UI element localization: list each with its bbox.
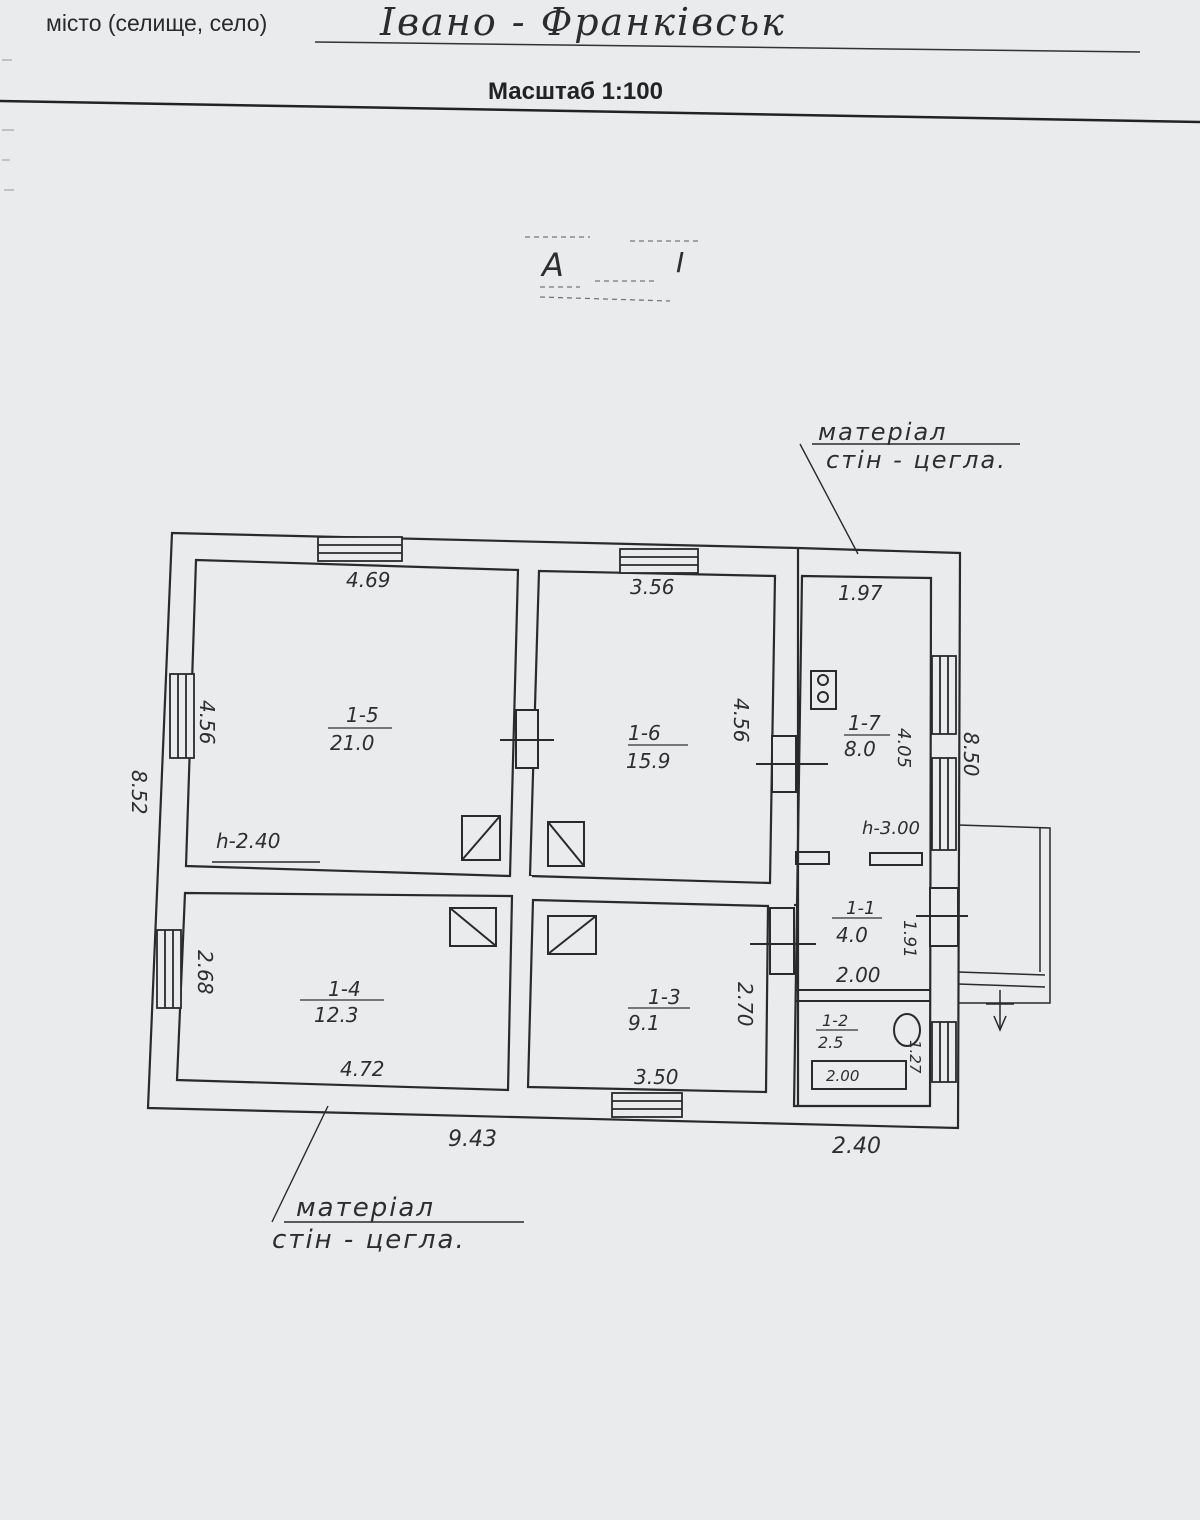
porch xyxy=(957,824,1051,1032)
room-1-4-width: 4.72 xyxy=(340,1057,385,1081)
room-1-6-width: 3.56 xyxy=(630,575,675,599)
room-1-5-width: 4.69 xyxy=(346,568,391,592)
windows xyxy=(156,536,957,1118)
room-1-5-depth: 4.56 xyxy=(195,700,219,745)
scan-margin-marks xyxy=(2,59,14,191)
room-1-7-depth: 4.05 xyxy=(893,728,914,768)
ceiling-height-annex: h-3.00 xyxy=(862,818,920,839)
room-1-1-area: 4.0 xyxy=(836,923,868,947)
floor-marker: І xyxy=(676,246,684,279)
room-1-5-area: 21.0 xyxy=(330,731,375,755)
locality-value: Івано - Франківськ xyxy=(380,0,786,44)
room-1-4-id: 1-4 xyxy=(328,977,361,1001)
scale-label: Масштаб 1:100 xyxy=(488,78,663,105)
locality-label: місто (селище, село) xyxy=(46,10,268,36)
title-dashes xyxy=(525,236,700,302)
header-divider xyxy=(0,99,1200,124)
room-1-3-id: 1-3 xyxy=(648,985,681,1009)
room-1-7-id: 1-7 xyxy=(848,711,881,735)
room-1-7-width: 1.97 xyxy=(838,581,883,605)
doors xyxy=(500,709,968,975)
building-letter: А xyxy=(540,246,564,284)
material-note-bottom-line1: матеріал xyxy=(296,1193,435,1223)
room-1-3-depth: 2.70 xyxy=(733,982,757,1027)
material-note-top-line1: матеріал xyxy=(818,418,948,446)
material-note-bottom-line2: стін - цегла. xyxy=(272,1225,466,1255)
room-1-2-depth: 1.27 xyxy=(906,1040,924,1074)
stove-symbols xyxy=(449,815,597,955)
room-1-4-depth: 2.68 xyxy=(193,950,217,995)
room-1-6-id: 1-6 xyxy=(628,721,661,745)
annex-partitions xyxy=(795,670,930,1090)
room-1-4-area: 12.3 xyxy=(314,1003,359,1027)
annex-width: 2.40 xyxy=(832,1134,881,1159)
annex-depth: 8.50 xyxy=(959,732,983,777)
wall-material-notes: матеріал стін - цегла. матеріал стін - ц… xyxy=(272,418,1007,1255)
ceiling-height-main: h-2.40 xyxy=(216,829,280,853)
dimension-labels: 4.69 3.56 1.97 4.72 3.50 2.00 2.00 9.43 … xyxy=(127,568,983,1159)
material-note-top-line2: стін - цегла. xyxy=(826,446,1007,474)
room-1-3-area: 9.1 xyxy=(628,1011,660,1035)
room-labels: 1-5 21.0 1-6 15.9 1-7 8.0 1-4 12.3 1-3 9… xyxy=(300,703,890,1052)
room-1-7-area: 8.0 xyxy=(844,737,876,761)
room-1-2-width: 2.00 xyxy=(826,1067,859,1085)
total-depth: 8.52 xyxy=(127,770,151,815)
room-1-1-width: 2.00 xyxy=(836,963,881,987)
room-1-6-area: 15.9 xyxy=(626,749,671,773)
room-1-6-depth: 4.56 xyxy=(729,698,753,743)
locality-underline xyxy=(314,41,1141,53)
room-1-1-id: 1-1 xyxy=(846,898,875,919)
room-1-3-width: 3.50 xyxy=(634,1065,679,1089)
room-1-1-depth: 1.91 xyxy=(899,920,919,958)
room-1-2-area: 2.5 xyxy=(818,1033,843,1052)
room-1-5-id: 1-5 xyxy=(346,703,379,727)
room-1-2-id: 1-2 xyxy=(822,1011,848,1030)
material-leaders xyxy=(212,443,1020,1223)
outer-walls xyxy=(146,531,962,1130)
total-width: 9.43 xyxy=(448,1127,497,1152)
